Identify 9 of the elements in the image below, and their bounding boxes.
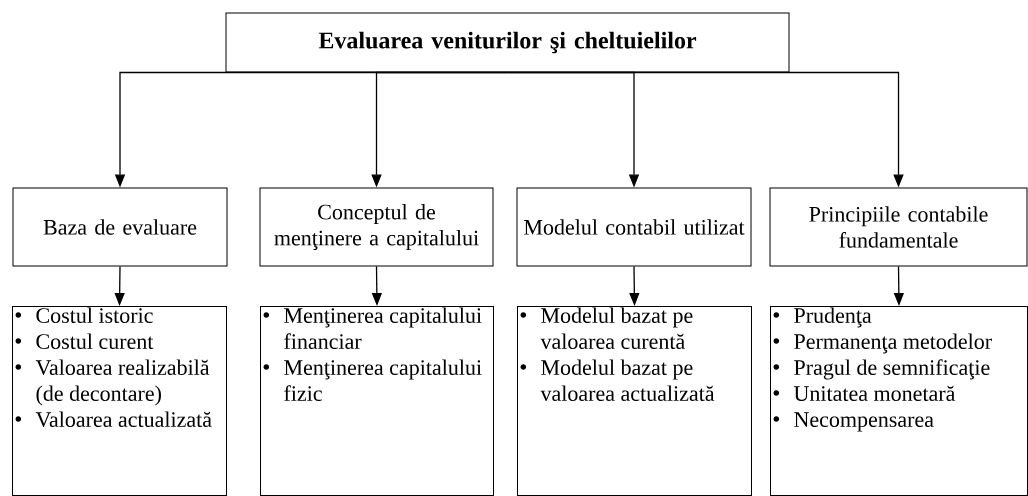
category-box: Conceptul de menţinere a capitalului xyxy=(259,187,494,267)
bullet-list-box: Prudenţa Permanenţa metodelor Pragul de semnificaţie Unitatea monetară Necompensarea xyxy=(770,306,1028,496)
bullet-list-box: Menţinerea capitalului financiar Menţinerea capitalului fizic xyxy=(260,306,494,496)
category-box: Baza de evaluare xyxy=(12,187,228,267)
title-box: Evaluarea veniturilor şi cheltuielilor xyxy=(225,12,790,73)
category-box: Modelul contabil utilizat xyxy=(516,187,752,267)
bullet-list-box: Modelul bazat pe valoarea curentă Modelul bazat pe valoarea actualizată xyxy=(517,306,752,496)
category-box: Principiile contabile fundamentale xyxy=(769,187,1028,267)
bullet-list-box: Costul istoric Costul curent Valoarea realizabilă (de decontare) Valoarea actualizată xyxy=(12,306,227,496)
